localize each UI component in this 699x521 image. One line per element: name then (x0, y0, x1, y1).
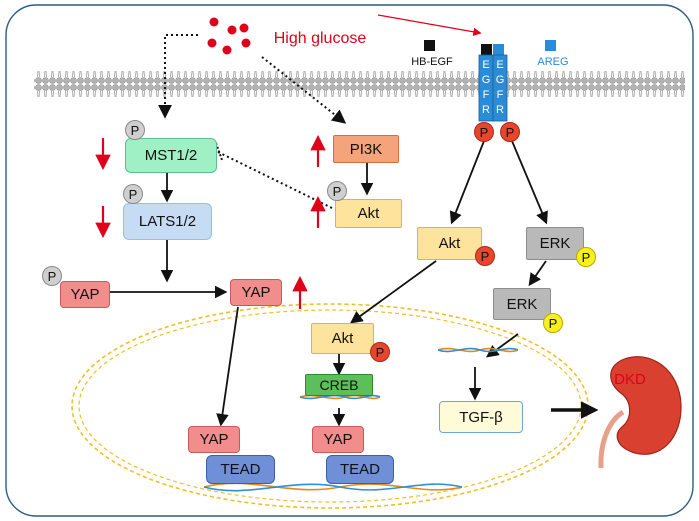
akt-pi3k-node: Akt (335, 199, 402, 228)
akt-egfr-node: Akt (417, 227, 482, 260)
yap-phospho-node: YAP (60, 281, 110, 308)
hbegf-bound-ligand (481, 44, 492, 55)
egfr-left-letters: E G F R (479, 57, 493, 117)
egfr-letter: R (496, 103, 504, 116)
erk2-phospho-badge: P (543, 313, 563, 333)
egfr-phospho-badge: P (500, 122, 520, 142)
signal-arrows (110, 140, 548, 427)
erk1-phospho-badge: P (576, 247, 596, 267)
pi3k-node: PI3K (333, 135, 399, 163)
egfr-right (492, 54, 508, 122)
yap-nuc-mid-node: YAP (312, 426, 364, 453)
yap-nuc-left-node: YAP (188, 426, 240, 453)
egfr-right-letters: E G F R (493, 57, 507, 117)
egfr-phospho-badge: P (474, 122, 494, 142)
akt-nuc-phospho-badge: P (370, 342, 390, 362)
akt-egfr-phospho-badge: P (475, 246, 495, 266)
lats-node: LATS1/2 (123, 203, 212, 240)
mst-node: MST1/2 (125, 138, 217, 173)
yap-cyto-node: YAP (230, 279, 282, 306)
egfr-letter: E (482, 58, 490, 71)
akt-mst-dotted (217, 151, 335, 210)
egfr-letter: G (481, 73, 491, 86)
yap-phospho-badge: P (42, 266, 62, 286)
tead-mid-node: TEAD (326, 455, 394, 484)
dkd-label: DKD (614, 370, 646, 388)
areg-bound-ligand (493, 44, 504, 55)
lats-phospho-badge: P (123, 184, 143, 204)
creb-node: CREB (305, 374, 373, 396)
regulation-arrows (95, 134, 326, 309)
cell-outline (5, 4, 694, 517)
erk2-node: ERK (493, 288, 551, 320)
egfr-letter: E (496, 58, 504, 71)
high-glucose-label: High glucose (273, 30, 367, 47)
hb-egf-label: HB-EGF (411, 56, 453, 68)
cell-membrane (34, 70, 685, 99)
tgfb-node: TGF-β (439, 401, 523, 433)
egfr-letter: R (482, 103, 490, 116)
akt-mst-bar (215, 142, 223, 161)
glucose-to-mst-dotted (158, 34, 198, 119)
areg-label: AREG (537, 56, 569, 68)
egfr-letter: G (495, 73, 505, 86)
akt-pi3k-phospho-badge: P (327, 181, 347, 201)
tead-left-node: TEAD (206, 455, 275, 484)
akt-nuc-node: Akt (311, 323, 374, 354)
kidney-icon (598, 356, 682, 469)
egfr-letter: F (496, 88, 504, 101)
areg-ligand (545, 40, 556, 51)
egfr-letter: F (482, 88, 490, 101)
glucose-to-egfr-arrow (377, 14, 482, 36)
erk1-node: ERK (526, 227, 584, 260)
hbegf-ligand (424, 40, 435, 51)
mst-phospho-badge: P (125, 120, 145, 140)
glucose-dots-icon (207, 17, 251, 55)
